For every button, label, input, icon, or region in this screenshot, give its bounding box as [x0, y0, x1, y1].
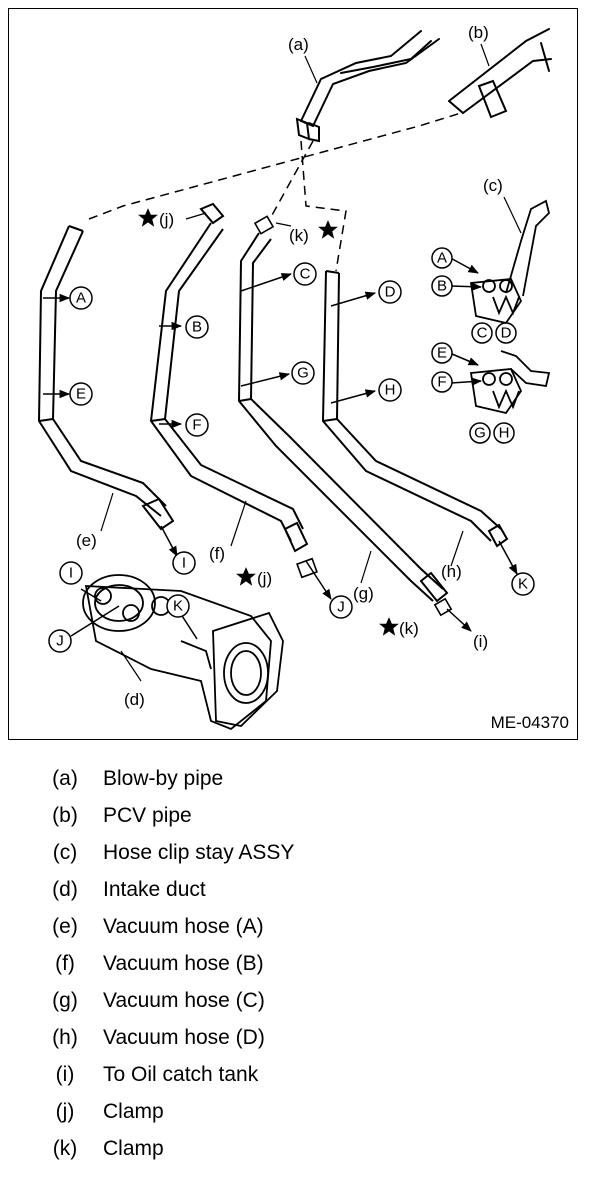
figure-code: ME-04370	[490, 713, 569, 732]
legend-key: (e)	[52, 915, 78, 938]
legend-key: (h)	[52, 1026, 78, 1049]
label-g: (g)	[353, 584, 374, 603]
marker-B2: B	[437, 278, 447, 295]
legend-text: Clamp	[103, 1137, 164, 1160]
legend-key: (d)	[52, 878, 78, 901]
pcv-pipe	[448, 28, 552, 119]
marker-J2: J	[56, 633, 64, 650]
diagram-figure: (a) (b) (c) (d) (e) (f) (g) (h) (i) (j) …	[8, 8, 578, 740]
marker-A2: A	[437, 250, 447, 267]
star-icon-k1	[318, 220, 338, 239]
marker-C2: C	[477, 325, 488, 342]
marker-H2: H	[499, 425, 510, 442]
legend-key: (f)	[55, 952, 75, 975]
marker-G2: G	[474, 425, 486, 442]
hose-clip-stay	[469, 199, 551, 415]
marker-H1: H	[385, 382, 396, 399]
dashed-connections	[88, 112, 462, 272]
label-e: (e)	[76, 531, 97, 550]
circled-markers	[48, 247, 535, 653]
marker-F1: F	[192, 417, 201, 434]
label-a: (a)	[288, 35, 309, 54]
circled-marker-letters: A E B F C G D H I J K I J K A B C D E F …	[56, 250, 528, 650]
legend-text: Hose clip stay ASSY	[103, 841, 295, 864]
label-f: (f)	[209, 544, 225, 563]
label-d: (d)	[124, 690, 145, 709]
star-icon-j2	[236, 567, 256, 586]
marker-F2: F	[437, 374, 446, 391]
marker-E1: E	[76, 386, 86, 403]
marker-B1: B	[192, 319, 202, 336]
marker-D2: D	[501, 325, 512, 342]
legend-key: (i)	[55, 1063, 75, 1086]
legend-text: Vacuum hose (D)	[103, 1026, 265, 1049]
marker-D1: D	[385, 284, 396, 301]
intake-duct	[82, 574, 284, 731]
marker-K2: K	[173, 598, 183, 615]
vacuum-hose-e	[37, 225, 175, 531]
leader-lines	[100, 43, 522, 682]
marker-C1: C	[300, 266, 311, 283]
label-j1: (j)	[159, 210, 174, 229]
legend-text: Clamp	[103, 1100, 164, 1123]
legend-key: (a)	[52, 767, 78, 790]
label-k2: (k)	[399, 619, 419, 638]
legend-key: (c)	[52, 841, 78, 864]
clamps	[253, 215, 453, 617]
marker-G1: G	[297, 365, 309, 382]
legend-key: (j)	[55, 1100, 75, 1123]
legend-key: (k)	[52, 1137, 78, 1160]
arrows	[43, 254, 518, 640]
marker-J1: J	[337, 599, 345, 616]
label-k1: (k)	[289, 226, 309, 245]
legend-text: Vacuum hose (B)	[103, 952, 264, 975]
legend-text: Intake duct	[103, 878, 206, 901]
legend-text: To Oil catch tank	[103, 1063, 259, 1086]
legend-text: Vacuum hose (A)	[103, 915, 264, 938]
star-icon-j1	[138, 208, 158, 227]
label-c: (c)	[483, 176, 503, 195]
legend-key: (g)	[52, 989, 78, 1012]
label-i: (i)	[473, 632, 488, 651]
legend-text: PCV pipe	[103, 804, 192, 827]
legend-text: Vacuum hose (C)	[103, 989, 265, 1012]
label-b: (b)	[468, 23, 489, 42]
marker-E2: E	[437, 345, 447, 362]
label-j2: (j)	[257, 569, 272, 588]
hose-routing-diagram: (a) (b) (c) (d) (e) (f) (g) (h) (i) (j) …	[37, 23, 552, 731]
vacuum-hose-g	[237, 232, 449, 603]
label-h: (h)	[441, 562, 462, 581]
marker-I2: I	[69, 565, 73, 582]
marker-I1: I	[182, 555, 186, 572]
legend-text: Blow-by pipe	[103, 767, 224, 790]
blow-by-pipe	[295, 30, 440, 143]
marker-K1: K	[518, 576, 528, 593]
vacuum-hose-f	[149, 202, 309, 553]
legend-key: (b)	[52, 804, 78, 827]
marker-A1: A	[76, 290, 86, 307]
star-icon-k2	[379, 617, 399, 636]
vacuum-hose-h	[321, 270, 509, 548]
